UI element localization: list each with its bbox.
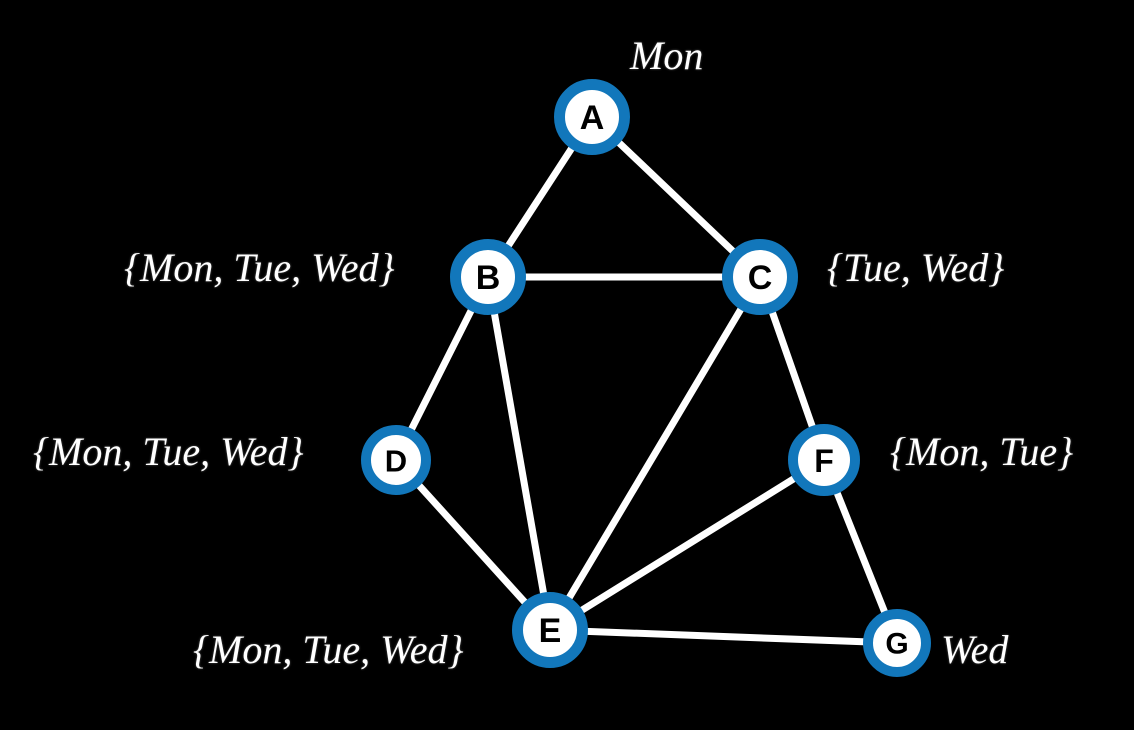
- node-letter-f: F: [814, 443, 834, 479]
- graph-edge-b-e: [484, 273, 554, 634]
- node-letter-a: A: [580, 99, 605, 137]
- node-circle-a: [554, 79, 630, 155]
- node-letter-c: C: [748, 259, 773, 297]
- node-circle-e: [512, 592, 588, 668]
- node-circle-b: [450, 239, 526, 315]
- node-letter-b: B: [476, 259, 501, 297]
- domain-label-c: {Tue, Wed}: [827, 245, 1005, 290]
- node-circle-f: [788, 424, 860, 496]
- graph-node-a[interactable]: A: [554, 79, 630, 155]
- node-letter-g: G: [885, 628, 908, 661]
- graph-edge-c-e: [546, 273, 764, 634]
- graph-edge-e-f: [546, 456, 828, 634]
- edges-group: [392, 113, 901, 647]
- graph-edge-e-g: [546, 626, 901, 647]
- domain-label-b: {Mon, Tue, Wed}: [124, 245, 395, 290]
- node-circle-c: [722, 239, 798, 315]
- graph-node-b[interactable]: B: [450, 239, 526, 315]
- graph-node-g[interactable]: G: [863, 609, 931, 677]
- domain-label-f: {Mon, Tue}: [890, 429, 1074, 474]
- domain-label-d: {Mon, Tue, Wed}: [33, 429, 304, 474]
- node-circle-g: [863, 609, 931, 677]
- node-circle-d: [361, 425, 431, 495]
- graph-edge-a-c: [588, 113, 764, 281]
- domain-label-g: Wed: [941, 627, 1009, 672]
- graph-node-e[interactable]: E: [512, 592, 588, 668]
- graph-edge-d-e: [392, 456, 554, 634]
- domain-label-e: {Mon, Tue, Wed}: [193, 627, 464, 672]
- node-letter-e: E: [539, 612, 562, 650]
- graph-node-f[interactable]: F: [788, 424, 860, 496]
- graph-node-d[interactable]: D: [361, 425, 431, 495]
- nodes-group: A B C D E F G: [361, 79, 931, 677]
- domain-label-a: Mon: [630, 33, 704, 78]
- graph-node-c[interactable]: C: [722, 239, 798, 315]
- node-letter-d: D: [385, 444, 407, 479]
